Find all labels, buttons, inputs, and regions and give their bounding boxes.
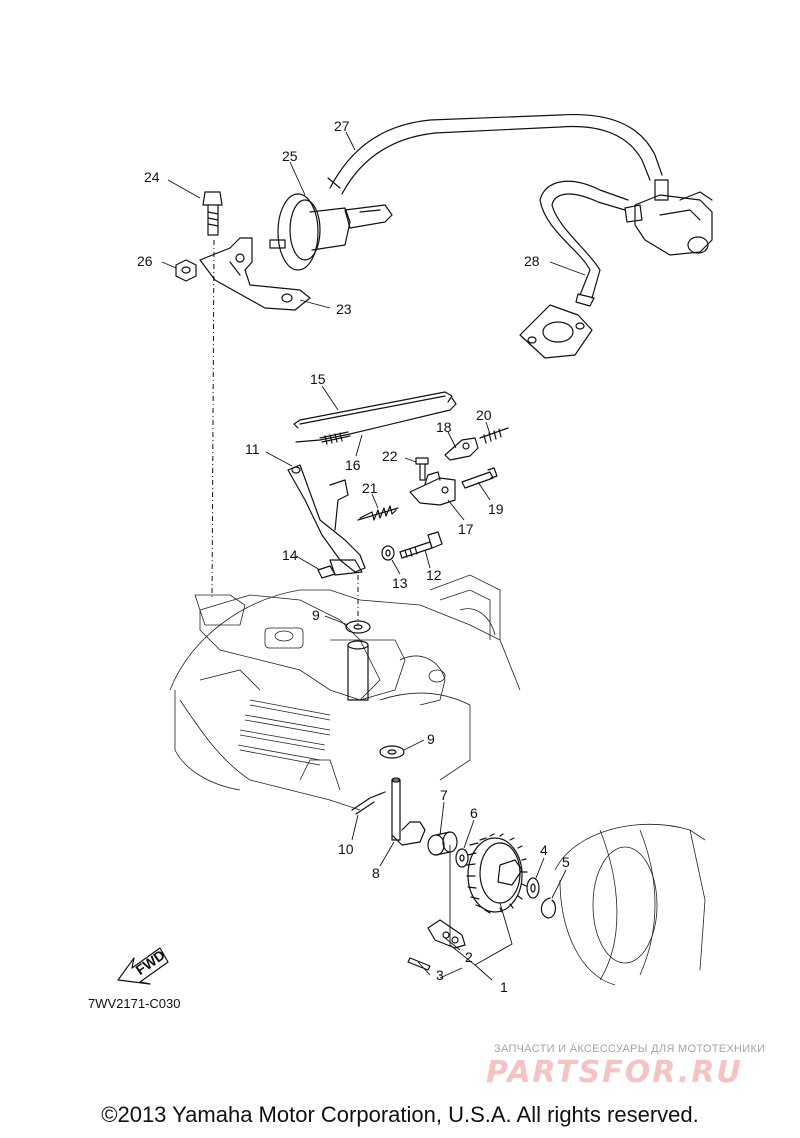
callout-15: 15 <box>310 371 326 387</box>
spring-21 <box>357 505 399 521</box>
circlip-5 <box>540 897 557 919</box>
actuator-25 <box>269 193 393 271</box>
callout-27: 27 <box>334 118 350 134</box>
spring-20 <box>479 427 509 444</box>
right-cover <box>554 823 706 986</box>
callout-22: 22 <box>382 448 398 464</box>
callout-13: 13 <box>392 575 408 591</box>
bracket-23 <box>199 237 311 311</box>
bolt-19 <box>461 467 498 489</box>
shaft-boss <box>347 640 369 701</box>
callout-24: 24 <box>144 169 160 185</box>
callout-2: 2 <box>465 949 473 965</box>
hose-27 <box>327 113 663 195</box>
nut-26 <box>175 259 197 282</box>
washer-9-upper <box>345 620 371 634</box>
washer-9-lower <box>379 745 405 759</box>
bracket-17 <box>409 471 456 506</box>
flange <box>519 304 593 359</box>
callout-20: 20 <box>476 407 492 423</box>
shaft-8 <box>391 777 426 846</box>
screw-22 <box>415 457 429 481</box>
fwd-arrow-icon: FWD <box>117 947 169 985</box>
callout-14: 14 <box>282 547 298 563</box>
watermark-logo: PARTSFOR.RU <box>486 1055 743 1090</box>
pin-3 <box>407 957 431 971</box>
callout-16: 16 <box>345 457 361 473</box>
callout-19: 19 <box>488 501 504 517</box>
callout-10: 10 <box>338 841 354 857</box>
gear-1 <box>466 833 528 914</box>
bracket-18 <box>444 437 479 461</box>
rod-16 <box>295 397 457 445</box>
diagram-code: 7WV2171-C030 <box>88 996 181 1011</box>
clip-10 <box>351 791 386 815</box>
callout-4: 4 <box>540 842 548 858</box>
hose-28 <box>539 180 629 307</box>
callout-1: 1 <box>500 979 508 995</box>
engine-case <box>169 574 521 811</box>
callout-5: 5 <box>562 854 570 870</box>
centre-line-left <box>211 239 215 601</box>
callout-7: 7 <box>440 787 448 803</box>
solenoid-valve <box>624 179 713 256</box>
plate-2 <box>427 919 466 949</box>
callout-18: 18 <box>436 419 452 435</box>
washer-6 <box>455 848 469 868</box>
callout-12: 12 <box>426 567 442 583</box>
callout-8: 8 <box>372 865 380 881</box>
collar-7 <box>427 831 458 856</box>
bolt-24 <box>202 191 223 236</box>
rod-15 <box>293 391 453 429</box>
clip-14 <box>317 565 336 579</box>
bolt-12 <box>399 531 443 559</box>
watermark-tagline: ЗАПЧАСТИ И АКСЕССУАРЫ ДЛЯ МОТОТЕХНИКИ <box>494 1043 766 1055</box>
callout-21: 21 <box>362 480 378 496</box>
copyright-notice: ©2013 Yamaha Motor Corporation, U.S.A. A… <box>101 1102 699 1127</box>
washer-4 <box>526 877 540 899</box>
leaders <box>161 131 586 981</box>
callout-17: 17 <box>458 521 474 537</box>
lever-11 <box>287 464 366 576</box>
callout-28: 28 <box>524 253 540 269</box>
washer-13 <box>381 545 395 561</box>
callout-6: 6 <box>470 805 478 821</box>
callout-3: 3 <box>436 967 444 983</box>
callout-9-upper: 9 <box>312 607 320 623</box>
callout-23: 23 <box>336 301 352 317</box>
callout-26: 26 <box>137 253 153 269</box>
callout-11: 11 <box>245 441 260 457</box>
callout-25: 25 <box>282 148 298 164</box>
callout-9-lower: 9 <box>427 731 435 747</box>
callouts: 27 25 24 26 23 28 15 16 11 18 20 22 21 1… <box>137 118 570 995</box>
